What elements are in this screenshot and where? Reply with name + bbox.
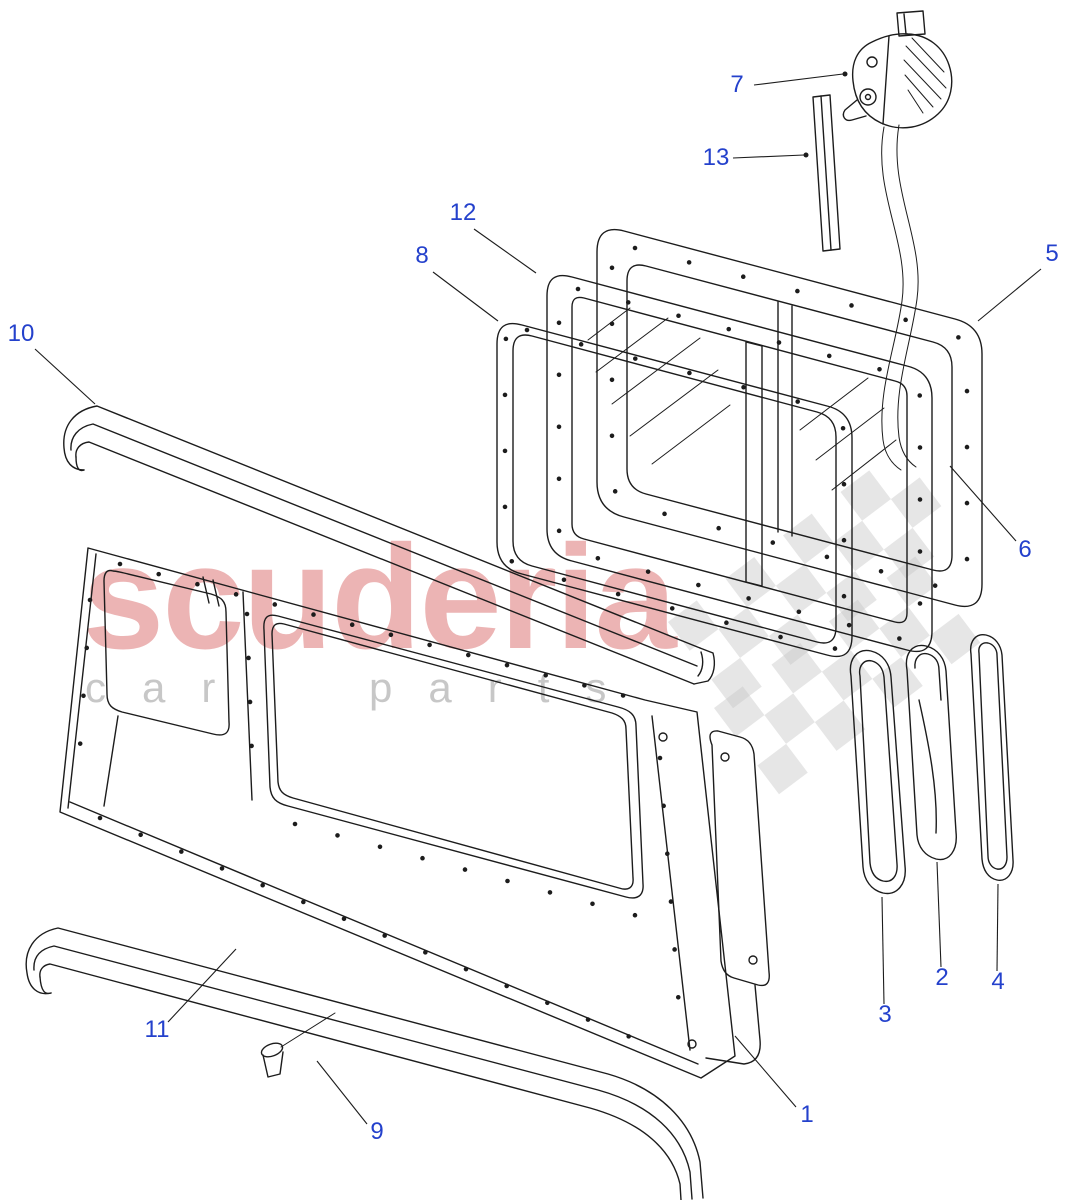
callout-10: 10 [8,320,96,405]
part-top-channel [63,405,716,685]
callout-3-leader [881,896,885,1005]
part-filler-strip [812,94,841,252]
callout-9-label: 9 [370,1118,383,1145]
glass-divider [745,341,763,587]
part-glass-frame [546,274,933,653]
callout-6: 6 [949,465,1032,563]
callout-12: 12 [450,199,537,274]
part-glazing-seal [496,322,853,658]
watermark-subtitle-text: car parts [85,664,642,711]
part-windscreen-frame [59,547,770,1079]
callout-8: 8 [415,242,499,322]
part-seal-loop-4 [969,634,1014,881]
callout-5-leader [977,268,1042,322]
callout-8-label: 8 [415,242,428,269]
callout-13: 13 [703,144,809,171]
callout-1-label: 1 [800,1101,813,1128]
callout-9-leader [316,1060,368,1125]
callout-4: 4 [991,883,1005,995]
watermark: scuderia car parts [82,470,981,795]
part-seal-loop-2 [905,644,957,861]
callout-11-label: 11 [145,1016,170,1043]
callout-13-dot [803,152,809,158]
callout-2-label: 2 [935,964,948,991]
callout-8-leader [432,271,499,322]
callout-6-leader [949,465,1017,542]
part-seal-loop-3 [849,649,906,895]
callout-11-leader [167,948,237,1023]
callout-4-leader [996,883,999,972]
callout-11: 11 [145,948,237,1043]
callout-7-label: 7 [730,71,743,98]
callout-2: 2 [935,861,949,991]
checkered-flag-watermark [668,470,981,795]
callout-3-label: 3 [878,1001,891,1028]
callout-3: 3 [878,896,892,1028]
motor-knurling [903,37,947,114]
callout-9: 9 [316,1060,384,1145]
motor-cable [896,124,919,468]
pillar-bracket [705,730,770,1065]
callout-2-leader [936,861,942,968]
callout-13-label: 13 [703,144,730,171]
part-rivet [260,1012,336,1078]
glass-hatching [587,307,897,491]
callout-6-label: 6 [1018,536,1031,563]
callout-7-dot [842,71,848,77]
part-wiper-motor [842,10,953,471]
callout-12-label: 12 [450,199,477,226]
callout-5-label: 5 [1045,240,1058,267]
callout-7-leader [753,73,844,86]
callout-13-leader [732,154,805,159]
watermark-brand-text: scuderia [82,515,678,680]
callout-10-leader [34,348,96,405]
callout-10-label: 10 [8,320,35,347]
part-bottom-channel [25,927,704,1200]
callout-7: 7 [730,71,848,98]
callout-5: 5 [977,240,1059,322]
callout-12-leader [473,228,537,274]
part-outer-window-frame [596,228,983,608]
callout-1: 1 [734,1035,814,1128]
callouts: 7 13 12 8 5 10 6 2 [8,71,1059,1145]
callout-1-leader [734,1035,797,1108]
callout-4-label: 4 [991,968,1004,995]
motor-cable [881,126,904,471]
